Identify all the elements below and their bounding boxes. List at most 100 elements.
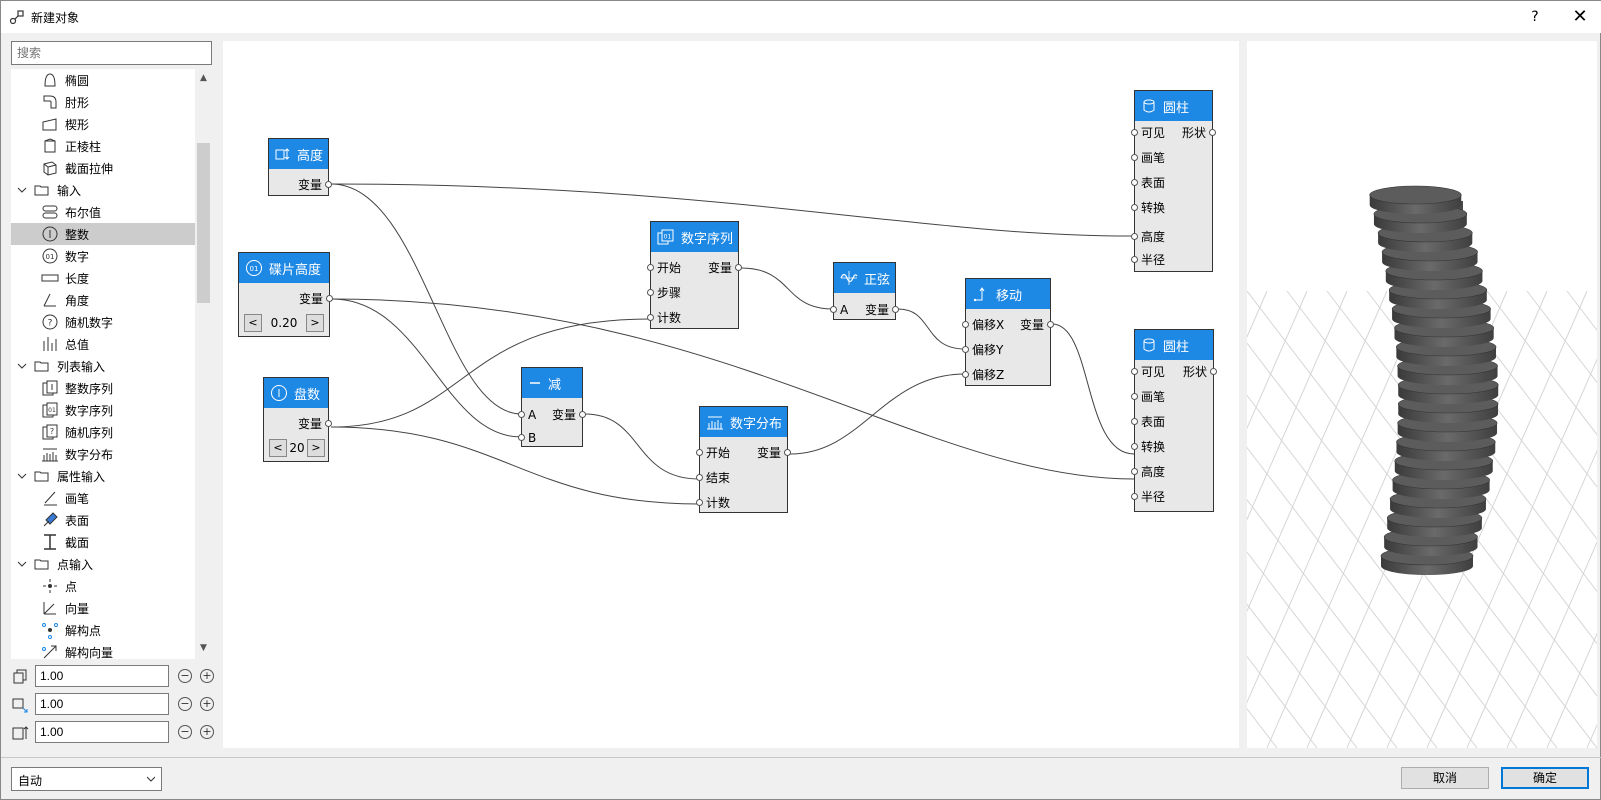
stepper-value[interactable]: 20 (289, 441, 305, 455)
input-port[interactable] (1131, 204, 1138, 211)
mode-dropdown[interactable]: 自动 (11, 767, 162, 791)
node-canvas[interactable]: 高度 变量 01 碟片高度 变量 < 0.20 > 盘数 变 (223, 41, 1239, 748)
increment-button[interactable]: + (200, 669, 214, 683)
tree-item-point[interactable]: 点 (11, 575, 195, 597)
output-port[interactable] (1210, 368, 1217, 375)
tree-scrollbar[interactable]: ▲ ▼ (195, 69, 212, 659)
param-y-input[interactable] (35, 693, 169, 715)
tree-item-deconstruct-point[interactable]: 解构点 (11, 619, 195, 641)
input-port[interactable] (830, 306, 837, 313)
input-port[interactable] (1131, 393, 1138, 400)
output-port[interactable] (892, 306, 899, 313)
close-button[interactable]: ✕ (1572, 6, 1588, 27)
node-height[interactable]: 高度 变量 (268, 138, 332, 196)
tree-item-elbow[interactable]: 肘形 (11, 91, 195, 113)
chevron-down-icon[interactable] (17, 559, 27, 569)
tree-item-ellipse[interactable]: 椭圆 (11, 69, 195, 91)
input-port[interactable] (962, 321, 969, 328)
tree-folder-attribute-input[interactable]: 属性输入 (11, 465, 195, 487)
decrement-button[interactable]: < (244, 314, 262, 332)
output-port[interactable] (735, 264, 742, 271)
output-port[interactable] (1209, 129, 1216, 136)
input-port[interactable] (1131, 154, 1138, 161)
node-number-sequence[interactable]: 01 数字序列 开始 步骤 计数 变量 (647, 221, 742, 329)
input-port[interactable] (518, 411, 525, 418)
node-header[interactable]: 01 数字序列 (651, 222, 738, 252)
input-port[interactable] (696, 449, 703, 456)
node-disc-count[interactable]: 盘数 变量 < 20 > (263, 377, 332, 462)
input-port[interactable] (518, 434, 525, 441)
chevron-down-icon[interactable] (17, 185, 27, 195)
input-port[interactable] (1131, 129, 1138, 136)
input-port[interactable] (1131, 443, 1138, 450)
input-port[interactable] (1131, 368, 1138, 375)
input-port[interactable] (647, 289, 654, 296)
node-cylinder-2[interactable]: 圆柱 形状 可见 画笔 表面 转换 高度 半径 (1131, 329, 1217, 512)
output-port[interactable] (1047, 321, 1054, 328)
tree-item-angle[interactable]: 角度 (11, 289, 195, 311)
tree-item-integer[interactable]: 整数 (11, 223, 195, 245)
decrement-button[interactable]: − (178, 697, 192, 711)
node-header[interactable]: 减 (522, 368, 582, 398)
tree-item-length[interactable]: 长度 (11, 267, 195, 289)
node-cylinder-1[interactable]: 圆柱 形状 可见 画笔 表面 转换 高度 半径 (1131, 90, 1216, 272)
tree-folder-point-input[interactable]: 点输入 (11, 553, 195, 575)
node-header[interactable]: 移动 (966, 279, 1050, 309)
node-subtract[interactable]: 减 A B 变量 (518, 367, 586, 447)
tree-folder-input[interactable]: 输入 (11, 179, 195, 201)
node-header[interactable]: 圆柱 (1135, 330, 1213, 360)
tree-item-number-sequence[interactable]: 01 数字序列 (11, 399, 195, 421)
node-header[interactable]: 高度 (269, 139, 328, 169)
cancel-button[interactable]: 取消 (1401, 767, 1489, 789)
decrement-button[interactable]: < (269, 439, 287, 457)
help-button[interactable]: ? (1531, 9, 1539, 25)
input-port[interactable] (1131, 233, 1138, 240)
increment-button[interactable]: + (200, 725, 214, 739)
input-port[interactable] (696, 499, 703, 506)
tree-item-random-number[interactable]: ? 随机数字 (11, 311, 195, 333)
input-port[interactable] (1131, 179, 1138, 186)
ok-button[interactable]: 确定 (1501, 767, 1589, 789)
tree-item-wedge[interactable]: 楔形 (11, 113, 195, 135)
scroll-down-icon[interactable]: ▼ (200, 643, 207, 653)
tree-item-vector[interactable]: 向量 (11, 597, 195, 619)
tree-item-total[interactable]: 总值 (11, 333, 195, 355)
node-header[interactable]: 正弦 (834, 263, 895, 293)
input-port[interactable] (962, 346, 969, 353)
node-disc-height[interactable]: 01 碟片高度 变量 < 0.20 > (238, 252, 333, 337)
stepper-value[interactable]: 0.20 (270, 316, 298, 330)
tree-folder-list-input[interactable]: 列表输入 (11, 355, 195, 377)
scroll-up-icon[interactable]: ▲ (200, 73, 207, 83)
tree-item-number[interactable]: 01 数字 (11, 245, 195, 267)
node-number-distribution[interactable]: 数字分布 开始 结束 计数 变量 (696, 406, 791, 513)
tree-item-integer-sequence[interactable]: 整数序列 (11, 377, 195, 399)
search-input[interactable] (11, 41, 212, 65)
tree-item-profile[interactable]: 截面 (11, 531, 195, 553)
increment-button[interactable]: > (306, 314, 324, 332)
input-port[interactable] (1131, 468, 1138, 475)
input-port[interactable] (962, 371, 969, 378)
input-port[interactable] (647, 264, 654, 271)
param-x-input[interactable] (35, 665, 169, 687)
tree-item-prism[interactable]: 正棱柱 (11, 135, 195, 157)
input-port[interactable] (1131, 493, 1138, 500)
node-header[interactable]: 圆柱 (1135, 91, 1212, 121)
input-port[interactable] (647, 314, 654, 321)
node-header[interactable]: 数字分布 (700, 407, 787, 437)
chevron-down-icon[interactable] (17, 361, 27, 371)
tree-item-boolean[interactable]: 布尔值 (11, 201, 195, 223)
input-port[interactable] (696, 474, 703, 481)
input-port[interactable] (1131, 256, 1138, 263)
increment-button[interactable]: + (200, 697, 214, 711)
tree-item-deconstruct-vector[interactable]: 解构向量 (11, 641, 195, 659)
output-port[interactable] (325, 420, 332, 427)
decrement-button[interactable]: − (178, 669, 192, 683)
node-sine[interactable]: 正弦 A 变量 (830, 262, 899, 320)
node-header[interactable]: 01 碟片高度 (239, 253, 329, 283)
node-move[interactable]: 移动 偏移X 偏移Y 偏移Z 变量 (962, 278, 1054, 386)
3d-preview[interactable] (1247, 41, 1597, 748)
param-z-input[interactable] (35, 721, 169, 743)
output-port[interactable] (325, 181, 332, 188)
chevron-down-icon[interactable] (17, 471, 27, 481)
tree-item-extrude[interactable]: 截面拉伸 (11, 157, 195, 179)
